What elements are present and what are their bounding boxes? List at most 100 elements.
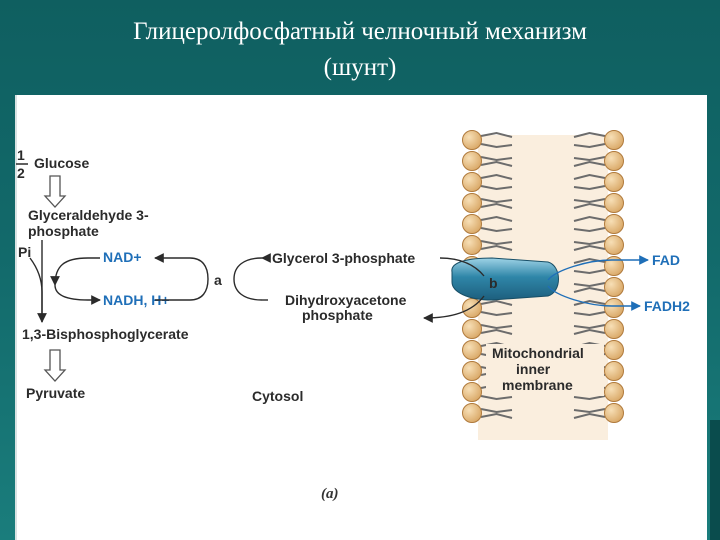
lipid-head bbox=[604, 151, 624, 171]
lipid-head bbox=[462, 361, 482, 381]
lipid-tail bbox=[480, 408, 513, 414]
lipid-tail bbox=[573, 282, 606, 288]
lipid-tail bbox=[573, 299, 606, 306]
lipid-tail bbox=[573, 156, 606, 162]
pi-joining-arrow bbox=[29, 257, 47, 323]
lipid-tail bbox=[573, 173, 606, 180]
lipid-tail bbox=[573, 160, 606, 167]
lipid-tail bbox=[480, 299, 513, 306]
lipid-head bbox=[462, 319, 482, 339]
lipid-tail bbox=[480, 311, 513, 317]
lipid-tail bbox=[573, 202, 606, 209]
g3p-label-line1: Glyceraldehyde 3- bbox=[28, 207, 149, 223]
lipid-tail bbox=[480, 412, 513, 419]
lipid-tail bbox=[573, 408, 606, 414]
lipid-head bbox=[604, 277, 624, 297]
title-line-2: (шунт) bbox=[323, 54, 397, 81]
figure-caption: (a) bbox=[321, 486, 339, 502]
lipid-head bbox=[604, 298, 624, 318]
glycerol3p-label: Glycerol 3-phosphate bbox=[272, 250, 415, 266]
fadh2-label: FADH2 bbox=[644, 298, 690, 314]
lipid-tail bbox=[573, 311, 606, 317]
pyruvate-down-arrow bbox=[43, 349, 67, 382]
lipid-head bbox=[604, 256, 624, 276]
nad-plus-label: NAD+ bbox=[103, 249, 142, 265]
lipid-tail bbox=[573, 131, 606, 138]
lipid-tail bbox=[480, 143, 513, 149]
lipid-heads bbox=[462, 130, 624, 423]
lipid-tail bbox=[480, 215, 513, 222]
lipid-tail bbox=[480, 227, 513, 233]
lipid-head bbox=[604, 214, 624, 234]
lipid-tail bbox=[573, 198, 606, 204]
lipid-tail bbox=[480, 160, 513, 167]
enzyme-b-shape bbox=[451, 257, 559, 301]
membrane-label-line3: membrane bbox=[502, 377, 573, 393]
lipid-head bbox=[462, 382, 482, 402]
lipid-tail bbox=[573, 143, 606, 149]
fad-label: FAD bbox=[652, 252, 680, 268]
enzyme-b-label: b bbox=[489, 275, 498, 291]
lipid-tail bbox=[573, 395, 606, 401]
pi-label: Pi bbox=[18, 244, 31, 260]
lipid-head bbox=[604, 403, 624, 423]
fraction-numerator: 1 bbox=[17, 147, 25, 163]
lipid-tail bbox=[573, 328, 606, 335]
enzyme-a-curve-right bbox=[233, 257, 263, 301]
bpg-label: 1,3-Bisphosphoglycerate bbox=[22, 326, 189, 342]
lipid-head bbox=[462, 214, 482, 234]
glucose-down-arrow bbox=[43, 175, 67, 208]
fadh2-out-arrow bbox=[547, 285, 641, 311]
membrane-label-backdrop bbox=[486, 344, 604, 396]
enzyme-a-label: a bbox=[214, 272, 222, 288]
lipid-head bbox=[604, 235, 624, 255]
lipid-tail bbox=[480, 244, 513, 251]
lipid-tail bbox=[573, 240, 606, 246]
membrane-label-line2: inner bbox=[516, 361, 551, 377]
pyruvate-label: Pyruvate bbox=[26, 385, 85, 401]
lipid-tail bbox=[573, 215, 606, 222]
lipid-tail bbox=[480, 198, 513, 204]
dhap-label-line1: Dihydroxyacetone bbox=[285, 292, 407, 308]
lipid-head bbox=[462, 340, 482, 360]
membrane-label-line1: Mitochondrial bbox=[492, 345, 584, 361]
lipid-tail bbox=[480, 156, 513, 162]
slide-title: Глицеролфосфатный челночный механизм (шу… bbox=[0, 14, 720, 86]
lipid-head bbox=[462, 172, 482, 192]
edge-accent bbox=[710, 420, 720, 540]
lipid-tail bbox=[480, 173, 513, 180]
enzyme-a-curve-left bbox=[189, 257, 209, 301]
lipid-tail bbox=[480, 328, 513, 335]
lipid-head bbox=[462, 130, 482, 150]
fraction-denominator: 2 bbox=[17, 165, 25, 181]
g3p-to-enzyme-path bbox=[439, 257, 485, 277]
lipid-head bbox=[462, 235, 482, 255]
lipid-head bbox=[604, 319, 624, 339]
lipid-tail bbox=[573, 286, 606, 293]
nad-return-arrow bbox=[50, 257, 100, 286]
lipid-tail bbox=[573, 412, 606, 419]
lipid-head bbox=[604, 130, 624, 150]
lipid-head bbox=[462, 403, 482, 423]
lipid-head bbox=[604, 340, 624, 360]
enzyme-to-dhap-arrow bbox=[423, 295, 485, 323]
fad-in-arrow bbox=[547, 255, 649, 281]
lipid-tail bbox=[480, 202, 513, 209]
lipid-tail bbox=[480, 395, 513, 401]
title-line-1: Глицеролфосфатный челночный механизм bbox=[133, 18, 587, 45]
nadh-output-arrow bbox=[54, 284, 101, 305]
g3p-label-line2: phosphate bbox=[28, 223, 99, 239]
lipid-head bbox=[604, 361, 624, 381]
lipid-head bbox=[604, 382, 624, 402]
dhap-label-line2: phosphate bbox=[302, 307, 373, 323]
nadh-label: NADH, H+ bbox=[103, 292, 170, 308]
lipid-tail bbox=[573, 269, 606, 275]
lipid-head bbox=[462, 151, 482, 171]
lipid-head bbox=[604, 172, 624, 192]
lipid-tail bbox=[480, 240, 513, 246]
lipid-head bbox=[462, 193, 482, 213]
lipid-tail bbox=[573, 227, 606, 233]
lipid-tail bbox=[573, 324, 606, 330]
lipid-tail bbox=[480, 131, 513, 138]
